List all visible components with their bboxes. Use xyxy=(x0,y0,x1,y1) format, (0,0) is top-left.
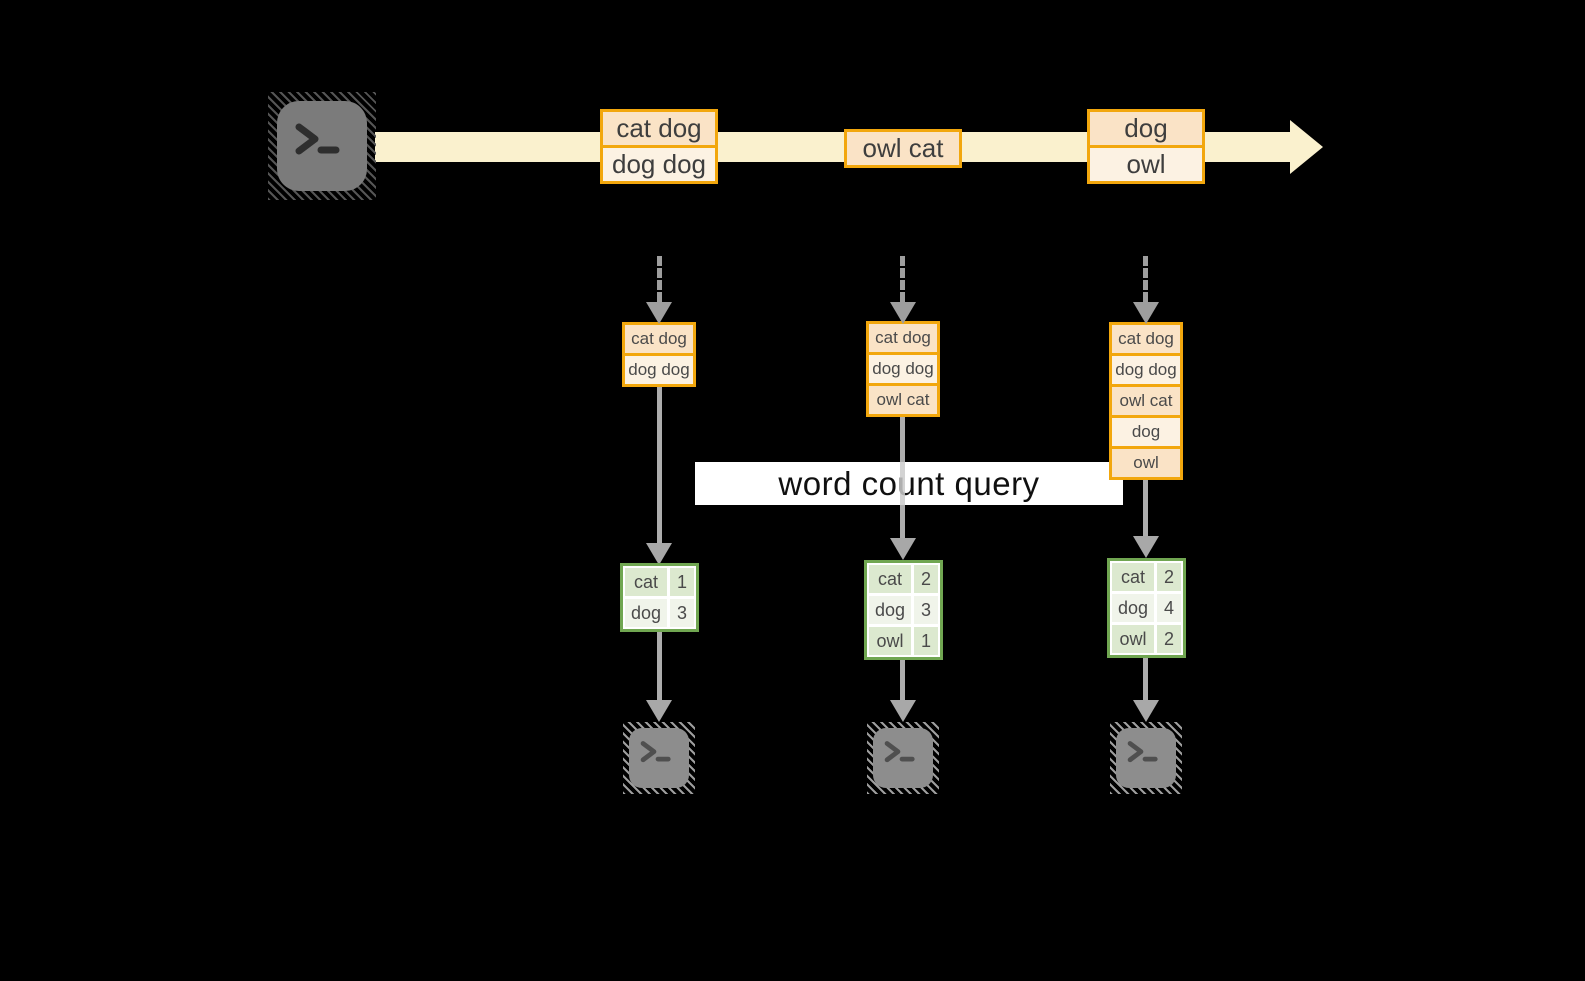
stream-event: owl xyxy=(1087,145,1205,184)
buffer-stack-2: cat dog dog dog owl cat xyxy=(866,321,940,417)
dashed-arrow-line xyxy=(657,256,662,302)
count-word: cat xyxy=(625,568,667,596)
count-word: dog xyxy=(869,596,911,624)
count-value: 2 xyxy=(1157,563,1181,591)
terminal-body xyxy=(1116,728,1176,788)
arrow-head xyxy=(890,538,916,560)
count-value: 3 xyxy=(670,599,694,627)
stream-event-batch-1: cat dog dog dog xyxy=(600,109,718,184)
query-banner-label: word count query xyxy=(778,464,1040,502)
count-value: 2 xyxy=(914,565,938,593)
terminal-body xyxy=(277,101,367,191)
terminal-icon xyxy=(1110,722,1182,794)
count-word: dog xyxy=(1112,594,1154,622)
count-value: 1 xyxy=(914,627,938,655)
stream-event: dog xyxy=(1087,109,1205,148)
buffered-event: dog dog xyxy=(1109,353,1183,387)
buffered-event: cat dog xyxy=(622,322,696,356)
arrow-line xyxy=(1143,480,1148,536)
count-word: owl xyxy=(869,627,911,655)
arrow-line xyxy=(1143,658,1148,700)
buffered-event: cat dog xyxy=(866,321,940,355)
terminal-icon xyxy=(867,722,939,794)
stream-event-batch-2: owl cat xyxy=(844,129,962,168)
count-table-3: cat 2 dog 4 owl 2 xyxy=(1107,558,1186,658)
buffered-event: owl xyxy=(1109,446,1183,480)
arrow-line xyxy=(657,387,662,543)
arrow-line xyxy=(900,660,905,700)
dashed-arrow-head xyxy=(646,302,672,324)
dashed-arrow-line xyxy=(900,256,905,302)
terminal-prompt-icon xyxy=(1127,741,1158,763)
terminal-body xyxy=(629,728,689,788)
terminal-prompt-icon xyxy=(295,123,340,155)
stream-event: owl cat xyxy=(844,129,962,168)
arrow-head xyxy=(1133,536,1159,558)
query-banner: word count query xyxy=(695,462,1123,505)
count-value: 2 xyxy=(1157,625,1181,653)
stream-event: cat dog xyxy=(600,109,718,148)
count-table-1: cat 1 dog 3 xyxy=(620,563,699,632)
buffered-event: cat dog xyxy=(1109,322,1183,356)
count-word: cat xyxy=(1112,563,1154,591)
arrow-head xyxy=(646,543,672,565)
event-stream-arrowhead xyxy=(1290,120,1323,174)
terminal-prompt-icon xyxy=(640,741,671,763)
buffer-stack-1: cat dog dog dog xyxy=(622,322,696,387)
count-table-2: cat 2 dog 3 owl 1 xyxy=(864,560,943,660)
dashed-arrow-head xyxy=(890,302,916,324)
dashed-arrow-head xyxy=(1133,302,1159,324)
stream-event: dog dog xyxy=(600,145,718,184)
arrow-head xyxy=(1133,700,1159,722)
terminal-icon xyxy=(268,92,376,200)
count-word: cat xyxy=(869,565,911,593)
terminal-prompt-icon xyxy=(884,741,915,763)
buffered-event: owl cat xyxy=(1109,384,1183,418)
count-value: 4 xyxy=(1157,594,1181,622)
buffered-event: dog xyxy=(1109,415,1183,449)
dashed-arrow-line xyxy=(1143,256,1148,302)
arrow-line xyxy=(900,417,905,538)
arrow-line xyxy=(657,632,662,700)
terminal-body xyxy=(873,728,933,788)
arrow-head xyxy=(646,700,672,722)
buffered-event: dog dog xyxy=(622,353,696,387)
count-word: dog xyxy=(625,599,667,627)
count-value: 3 xyxy=(914,596,938,624)
count-value: 1 xyxy=(670,568,694,596)
arrow-head xyxy=(890,700,916,722)
buffer-stack-3: cat dog dog dog owl cat dog owl xyxy=(1109,322,1183,480)
stream-event-batch-3: dog owl xyxy=(1087,109,1205,184)
buffered-event: owl cat xyxy=(866,383,940,417)
buffered-event: dog dog xyxy=(866,352,940,386)
terminal-icon xyxy=(623,722,695,794)
count-word: owl xyxy=(1112,625,1154,653)
